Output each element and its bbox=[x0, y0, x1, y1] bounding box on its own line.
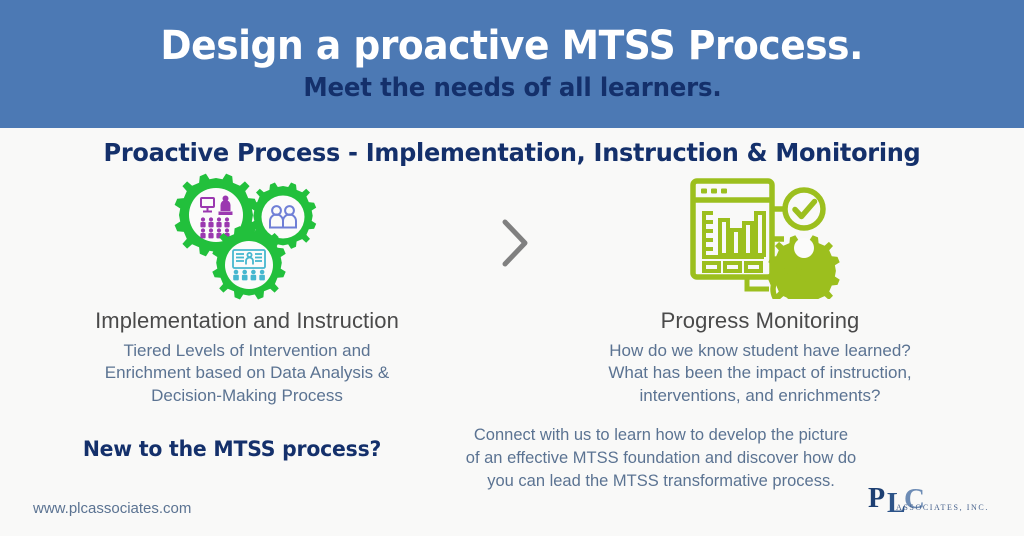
cta-body-line: of an effective MTSS foundation and disc… bbox=[465, 449, 857, 468]
page-title: Design a proactive MTSS Process. bbox=[160, 23, 864, 69]
gear-whiteboard bbox=[212, 226, 286, 300]
column-title-progress-monitoring: Progress Monitoring bbox=[660, 308, 860, 333]
three-gears-icon bbox=[32, 172, 462, 300]
analytics-dashboard-svg bbox=[690, 178, 840, 299]
page-subtitle: Meet the needs of all learners. bbox=[302, 73, 722, 103]
check-circle-top bbox=[782, 187, 826, 231]
gear-classroom bbox=[174, 173, 258, 257]
column-title-implementation-instruction: Implementation and Instruction bbox=[95, 308, 399, 333]
body-line: Decision-Making Process bbox=[151, 385, 343, 405]
analytics-dashboard-icon bbox=[545, 172, 975, 300]
logo-letter-l: L bbox=[887, 488, 906, 519]
column-implementation-instruction: Implementation and Instruction Tiered Le… bbox=[32, 172, 462, 407]
plc-associates-logo: P L C ASSOCIATES, INC. bbox=[866, 480, 998, 520]
cta-question: New to the MTSS process? bbox=[82, 437, 382, 461]
three-gears-svg bbox=[174, 173, 317, 300]
logo-wordmark: ASSOCIATES, INC. bbox=[896, 503, 989, 512]
cta-body-line: you can lead the MTSS transformative pro… bbox=[487, 472, 835, 491]
bar-chart-bars bbox=[718, 211, 766, 257]
chart-legend-boxes bbox=[702, 261, 763, 273]
cta-body: Connect with us to learn how to develop … bbox=[415, 424, 907, 493]
logo-letter-c: C bbox=[904, 483, 925, 515]
logo-letter-p: P bbox=[868, 483, 885, 514]
body-line: Enrichment based on Data Analysis & bbox=[104, 363, 390, 383]
cta-body-line: Connect with us to learn how to develop … bbox=[473, 426, 849, 444]
chevron-right-icon bbox=[487, 212, 543, 274]
body-line: What has been the impact of instruction, bbox=[608, 363, 912, 383]
website-url[interactable]: www.plcassociates.com bbox=[33, 500, 192, 517]
body-line: How do we know student have learned? bbox=[609, 341, 911, 360]
window-dots bbox=[701, 188, 727, 194]
body-line: Tiered Levels of Intervention and bbox=[123, 341, 371, 360]
section-heading: Proactive Process - Implementation, Inst… bbox=[103, 138, 921, 167]
settings-gear-icon bbox=[768, 235, 840, 299]
gear-two-people bbox=[249, 182, 317, 249]
check-circle-bottom bbox=[770, 267, 814, 299]
column-body-progress-monitoring: How do we know student have learned? Wha… bbox=[545, 340, 975, 407]
column-progress-monitoring: Progress Monitoring How do we know stude… bbox=[545, 172, 975, 407]
column-body-implementation-instruction: Tiered Levels of Intervention and Enrich… bbox=[32, 340, 462, 407]
chart-window bbox=[690, 178, 775, 280]
header-banner: Design a proactive MTSS Process. Meet th… bbox=[0, 0, 1024, 128]
body-line: interventions, and enrichments? bbox=[639, 385, 881, 405]
process-columns: Implementation and Instruction Tiered Le… bbox=[0, 172, 1024, 412]
